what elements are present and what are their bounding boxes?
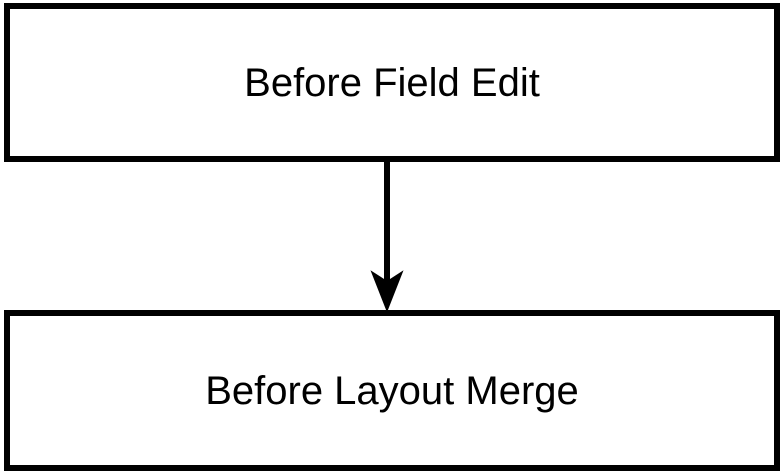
node-before-field-edit[interactable]: Before Field Edit [4, 3, 780, 162]
edge-before-field-edit-to-before-layout-merge [370, 160, 404, 313]
edge-arrowhead-icon [370, 270, 404, 313]
node-label-before-layout-merge: Before Layout Merge [205, 368, 579, 413]
node-label-before-field-edit: Before Field Edit [244, 60, 540, 105]
node-before-layout-merge[interactable]: Before Layout Merge [4, 310, 780, 471]
